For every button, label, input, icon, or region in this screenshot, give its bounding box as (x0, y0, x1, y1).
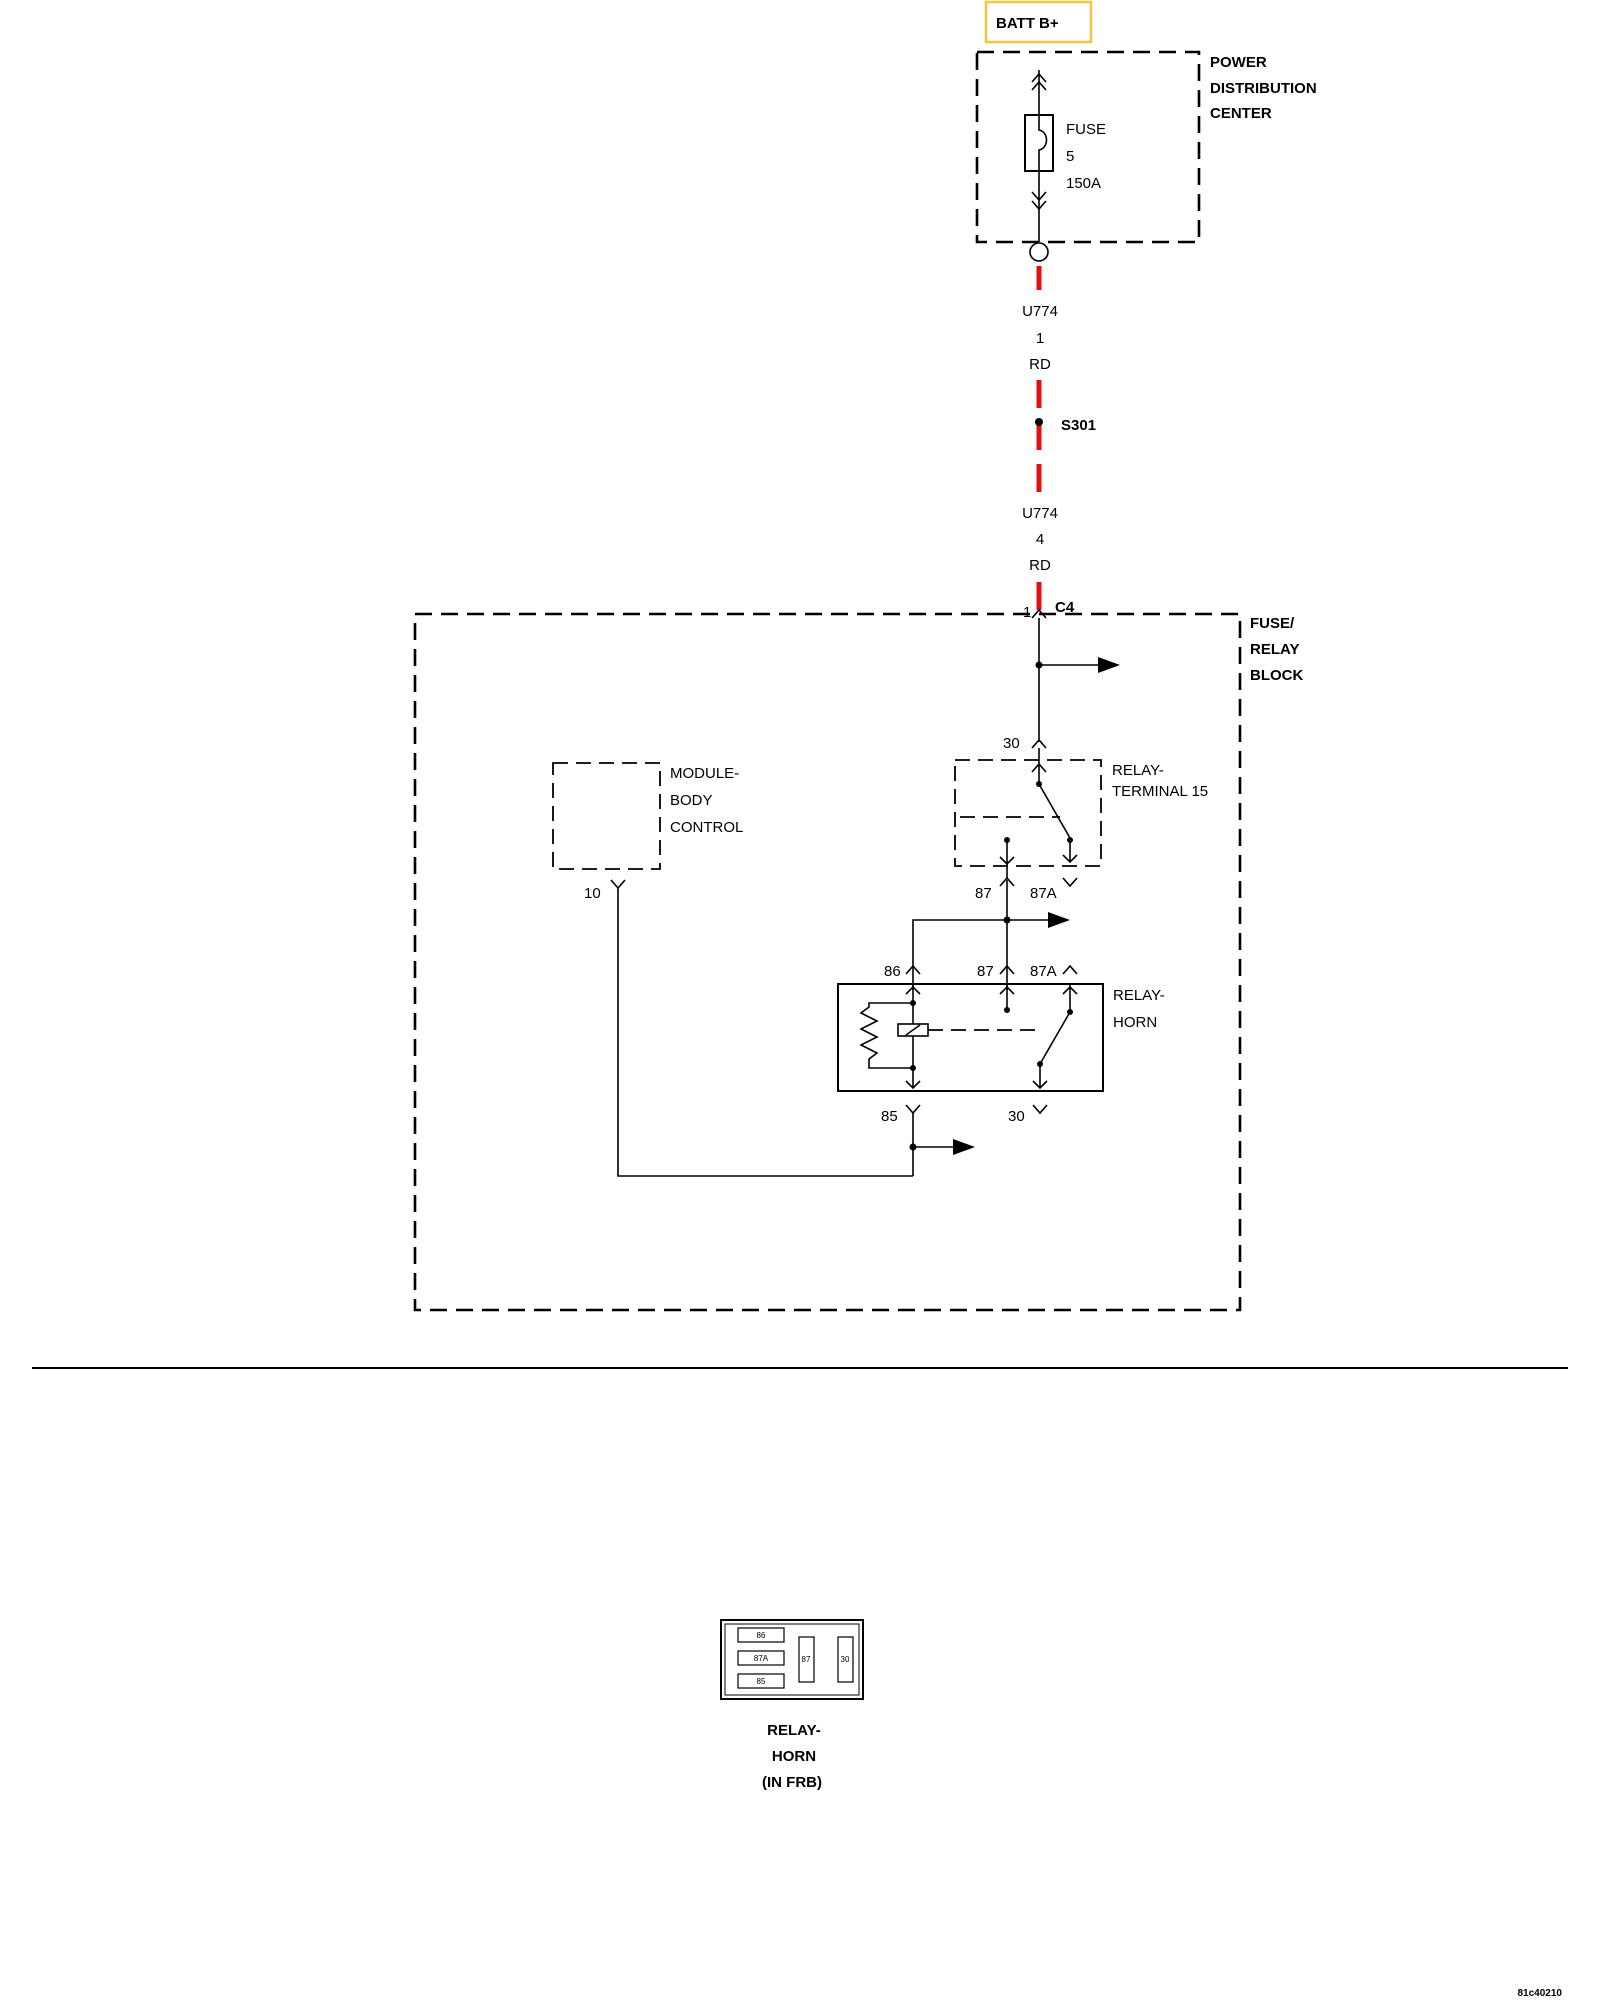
relay-horn-85-symbol (905, 1104, 921, 1115)
locator-slot-30: 30 (841, 1655, 850, 1664)
connector-c4-symbol (1031, 608, 1047, 619)
relay-horn-outline (837, 983, 1104, 1092)
relay-t15-label-line1: RELAY- (1112, 762, 1164, 779)
locator-label-line1: RELAY- (767, 1722, 821, 1739)
frb-outline (413, 612, 1242, 1312)
bcm-pin-10: 10 (584, 885, 601, 902)
pdc-outline (975, 50, 1201, 244)
bcm-output-wire (617, 888, 913, 1177)
bcm-label-line1: MODULE- (670, 765, 739, 782)
relay-horn-internals (859, 984, 1078, 1090)
locator-slot-85: 85 (757, 1677, 766, 1686)
frb-label-line2: RELAY (1250, 641, 1299, 658)
batt-label: BATT B+ (996, 15, 1059, 32)
relay-horn-pin-85: 85 (881, 1108, 898, 1125)
frb-label-line1: FUSE/ (1250, 615, 1295, 632)
relay-t15-pin-87a: 87A (1030, 885, 1057, 902)
relay-horn-pin-87: 87 (977, 963, 994, 980)
pdc-label-line2: DISTRIBUTION (1210, 80, 1317, 97)
batt-label-box (984, 0, 1093, 44)
locator-label-line3: (IN FRB) (762, 1774, 822, 1791)
diagram-reference-id: 81c40210 (1518, 1988, 1563, 1999)
locator-slot-87a: 87A (754, 1654, 769, 1663)
wire-top-pin: 1 (1036, 330, 1044, 347)
wire-bottom-color: RD (1029, 557, 1051, 574)
relay-horn-87a-symbol (1062, 964, 1078, 975)
relay-t15-pin-87: 87 (975, 885, 992, 902)
horn-85-branch-arrowhead (953, 1139, 975, 1155)
relay-t15-pin-30-symbol (1031, 738, 1047, 749)
t15-87-branch-arrowhead (1048, 912, 1070, 928)
connector-name: C4 (1055, 599, 1075, 616)
relay-t15-87-symbol (999, 876, 1015, 887)
bcm-label-line2: BODY (670, 792, 713, 809)
fuse-5 (1024, 70, 1054, 242)
relay-horn-pin-87a: 87A (1030, 963, 1057, 980)
pdc-label-line1: POWER (1210, 54, 1267, 71)
bcm-label-line3: CONTROL (670, 819, 743, 836)
relay-t15-87a-symbol (1062, 877, 1078, 888)
relay-t15-label-line2: TERMINAL 15 (1112, 783, 1208, 800)
relay-horn-87-symbol (999, 964, 1015, 975)
wire-top-color: RD (1029, 356, 1051, 373)
relay-t15-contacts (960, 748, 1078, 878)
relay-horn-pin-86: 86 (884, 963, 901, 980)
relay-horn-86-symbol (905, 964, 921, 975)
relay-horn-pin-30: 30 (1008, 1108, 1025, 1125)
frb-label-line3: BLOCK (1250, 667, 1303, 684)
fuse-label: FUSE (1066, 121, 1106, 138)
splice-s301-dot (1035, 418, 1043, 426)
locator-label-line2: HORN (772, 1748, 816, 1765)
wire-bottom-pin: 4 (1036, 531, 1044, 548)
relay-horn-label-line2: HORN (1113, 1014, 1157, 1031)
pdc-label-line3: CENTER (1210, 105, 1272, 122)
wire-top-circuit: U774 (1022, 303, 1058, 320)
relay-t15-pin-30: 30 (1003, 735, 1020, 752)
locator-slot-87: 87 (802, 1655, 811, 1664)
wire-bottom-circuit: U774 (1022, 505, 1058, 522)
relay-horn-label-line1: RELAY- (1113, 987, 1165, 1004)
relay-t15-outline (954, 759, 1102, 867)
bcm-pin-10-symbol (610, 879, 626, 890)
fuse-number: 5 (1066, 148, 1074, 165)
splice-label: S301 (1061, 417, 1096, 434)
relay-horn-locator (720, 1619, 864, 1700)
bcm-outline (552, 762, 661, 870)
connector-pin: 1 (1023, 604, 1031, 621)
pdc-terminal (1029, 242, 1049, 262)
feed-branch-arrowhead (1098, 657, 1120, 673)
locator-slot-86: 86 (757, 1631, 766, 1640)
relay-horn-30-symbol (1032, 1104, 1048, 1115)
fuse-rating: 150A (1066, 175, 1101, 192)
